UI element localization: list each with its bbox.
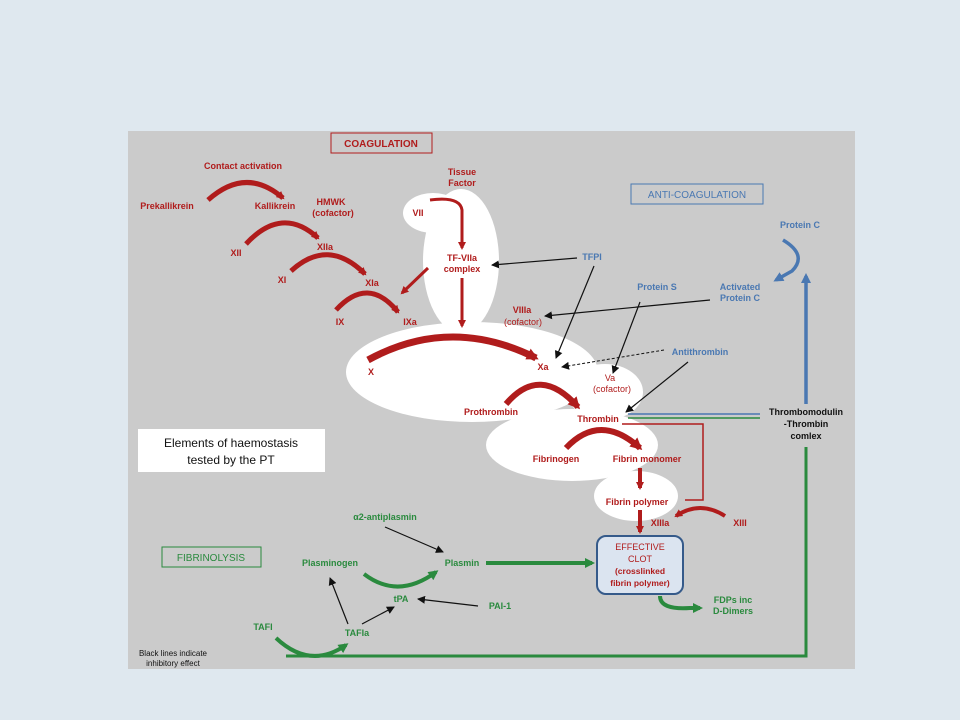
label-clot-4: fibrin polymer)	[610, 578, 670, 588]
label-va-cofactor: (cofactor)	[593, 384, 631, 394]
line-thrombin-xiii	[622, 423, 704, 501]
arrow-fibrinogen-monomer	[563, 427, 643, 451]
inhibit-pai1-tpa	[417, 595, 479, 607]
label-tf-viia: TF-VIIa	[447, 253, 478, 263]
label-xi: XI	[278, 275, 287, 285]
label-xiii: XIII	[733, 518, 747, 528]
label-vii: VII	[412, 208, 423, 218]
label-protein-s: Protein S	[637, 282, 677, 292]
inhibit-tfpi-tfviia	[491, 257, 578, 269]
label-viiia-cofactor: (cofactor)	[504, 317, 542, 327]
label-xiiia: XIIIa	[651, 518, 671, 528]
label-tf-viia-complex: complex	[444, 264, 481, 274]
inhibit-tfpi-xa	[554, 265, 595, 359]
arrow-tafi-tafia	[274, 636, 349, 658]
label-tfpi: TFPI	[582, 252, 602, 262]
arrow-xiii-xiiia	[674, 506, 727, 518]
label-prekallikrein: Prekallikrein	[140, 201, 194, 211]
effective-clot-box	[596, 535, 684, 595]
label-tpa: tPA	[394, 594, 409, 604]
inhibit-tafia-plasminogen	[328, 577, 349, 625]
label-xia: XIa	[365, 278, 380, 288]
arrow-protein-c-activated	[773, 238, 800, 282]
label-fdps: FDPs inc	[714, 595, 753, 605]
arrow-vii-tfviia	[429, 197, 466, 250]
label-contact-activation: Contact activation	[204, 161, 282, 171]
arrow-xii-xiia	[244, 220, 320, 246]
label-prothrombin: Prothrombin	[464, 407, 518, 417]
inhibit-tafia-tpa	[361, 606, 395, 625]
arrow-clot-fdps	[658, 595, 703, 613]
label-activated: Activated	[720, 282, 761, 292]
label-thrombin: Thrombin	[577, 414, 619, 424]
label-kallikrein: Kallikrein	[255, 201, 296, 211]
coagulation-heading: COAGULATION	[344, 139, 418, 150]
arrow-ix-ixa	[334, 290, 400, 314]
label-xii: XII	[230, 248, 241, 258]
inhibit-antiplasmin-plasmin	[384, 526, 444, 553]
label-factor: Factor	[448, 178, 476, 188]
anticoagulation-heading: ANTI-COAGULATION	[648, 190, 746, 201]
arrow-prekallikrein-kallikrein	[206, 180, 285, 202]
label-xa: Xa	[537, 362, 549, 372]
arrow-xi-xia	[289, 252, 367, 276]
label-d-dimers: D-Dimers	[713, 606, 753, 616]
inhibit-apc-va	[611, 301, 641, 374]
label-pai1: PAI-1	[489, 601, 511, 611]
label-a2-antiplasmin: α2-antiplasmin	[353, 512, 417, 522]
label-hmwk-cofactor: (cofactor)	[312, 208, 354, 218]
label-activated-protein-c: Protein C	[720, 293, 761, 303]
label-clot-3: (crosslinked	[615, 566, 665, 576]
label-protein-c: Protein C	[780, 220, 821, 230]
inhibit-apc-viiia	[544, 299, 711, 320]
label-hmwk: HMWK	[317, 197, 346, 207]
arrow-prothrombin-thrombin	[503, 381, 581, 410]
label-thrombomodulin-thrombin: -Thrombin	[784, 419, 829, 429]
label-clot-2: CLOT	[628, 554, 653, 564]
label-fibrinogen: Fibrinogen	[533, 454, 580, 464]
label-ixa: IXa	[403, 317, 418, 327]
label-xiia: XIIa	[317, 242, 334, 252]
pt-legend-line1: Elements of haemostasis	[164, 436, 298, 450]
label-plasminogen: Plasminogen	[302, 558, 358, 568]
arrow-x-xa	[366, 333, 539, 364]
label-thrombomodulin-complex: comlex	[790, 431, 821, 441]
inhibit-antithrombin-thrombin	[625, 361, 689, 413]
legend-line2: inhibitory effect	[146, 659, 200, 668]
label-antithrombin: Antithrombin	[672, 347, 729, 357]
label-ix: IX	[336, 317, 345, 327]
label-tafia: TAFIa	[345, 628, 370, 638]
label-fibrin-polymer: Fibrin polymer	[606, 497, 669, 507]
line-thrombomodulin-tafi	[286, 447, 808, 658]
label-viiia: VIIIa	[513, 305, 533, 315]
label-va: Va	[605, 373, 615, 383]
label-tissue: Tissue	[448, 167, 476, 177]
label-plasmin: Plasmin	[445, 558, 480, 568]
arrow-tfviia-ix	[400, 266, 430, 295]
legend-line1: Black lines indicate	[139, 649, 208, 658]
pt-legend-line2: tested by the PT	[187, 453, 275, 467]
label-tafi: TAFI	[253, 622, 272, 632]
pt-legend-box	[138, 429, 325, 472]
label-thrombomodulin: Thrombomodulin	[769, 407, 843, 417]
inhibit-antithrombin-xa	[561, 349, 665, 370]
label-clot-1: EFFECTIVE	[615, 542, 665, 552]
fibrinolysis-heading: FIBRINOLYSIS	[177, 553, 245, 564]
label-fibrin-monomer: Fibrin monomer	[613, 454, 682, 464]
label-x: X	[368, 367, 374, 377]
arrow-plasminogen-plasmin	[362, 570, 439, 589]
